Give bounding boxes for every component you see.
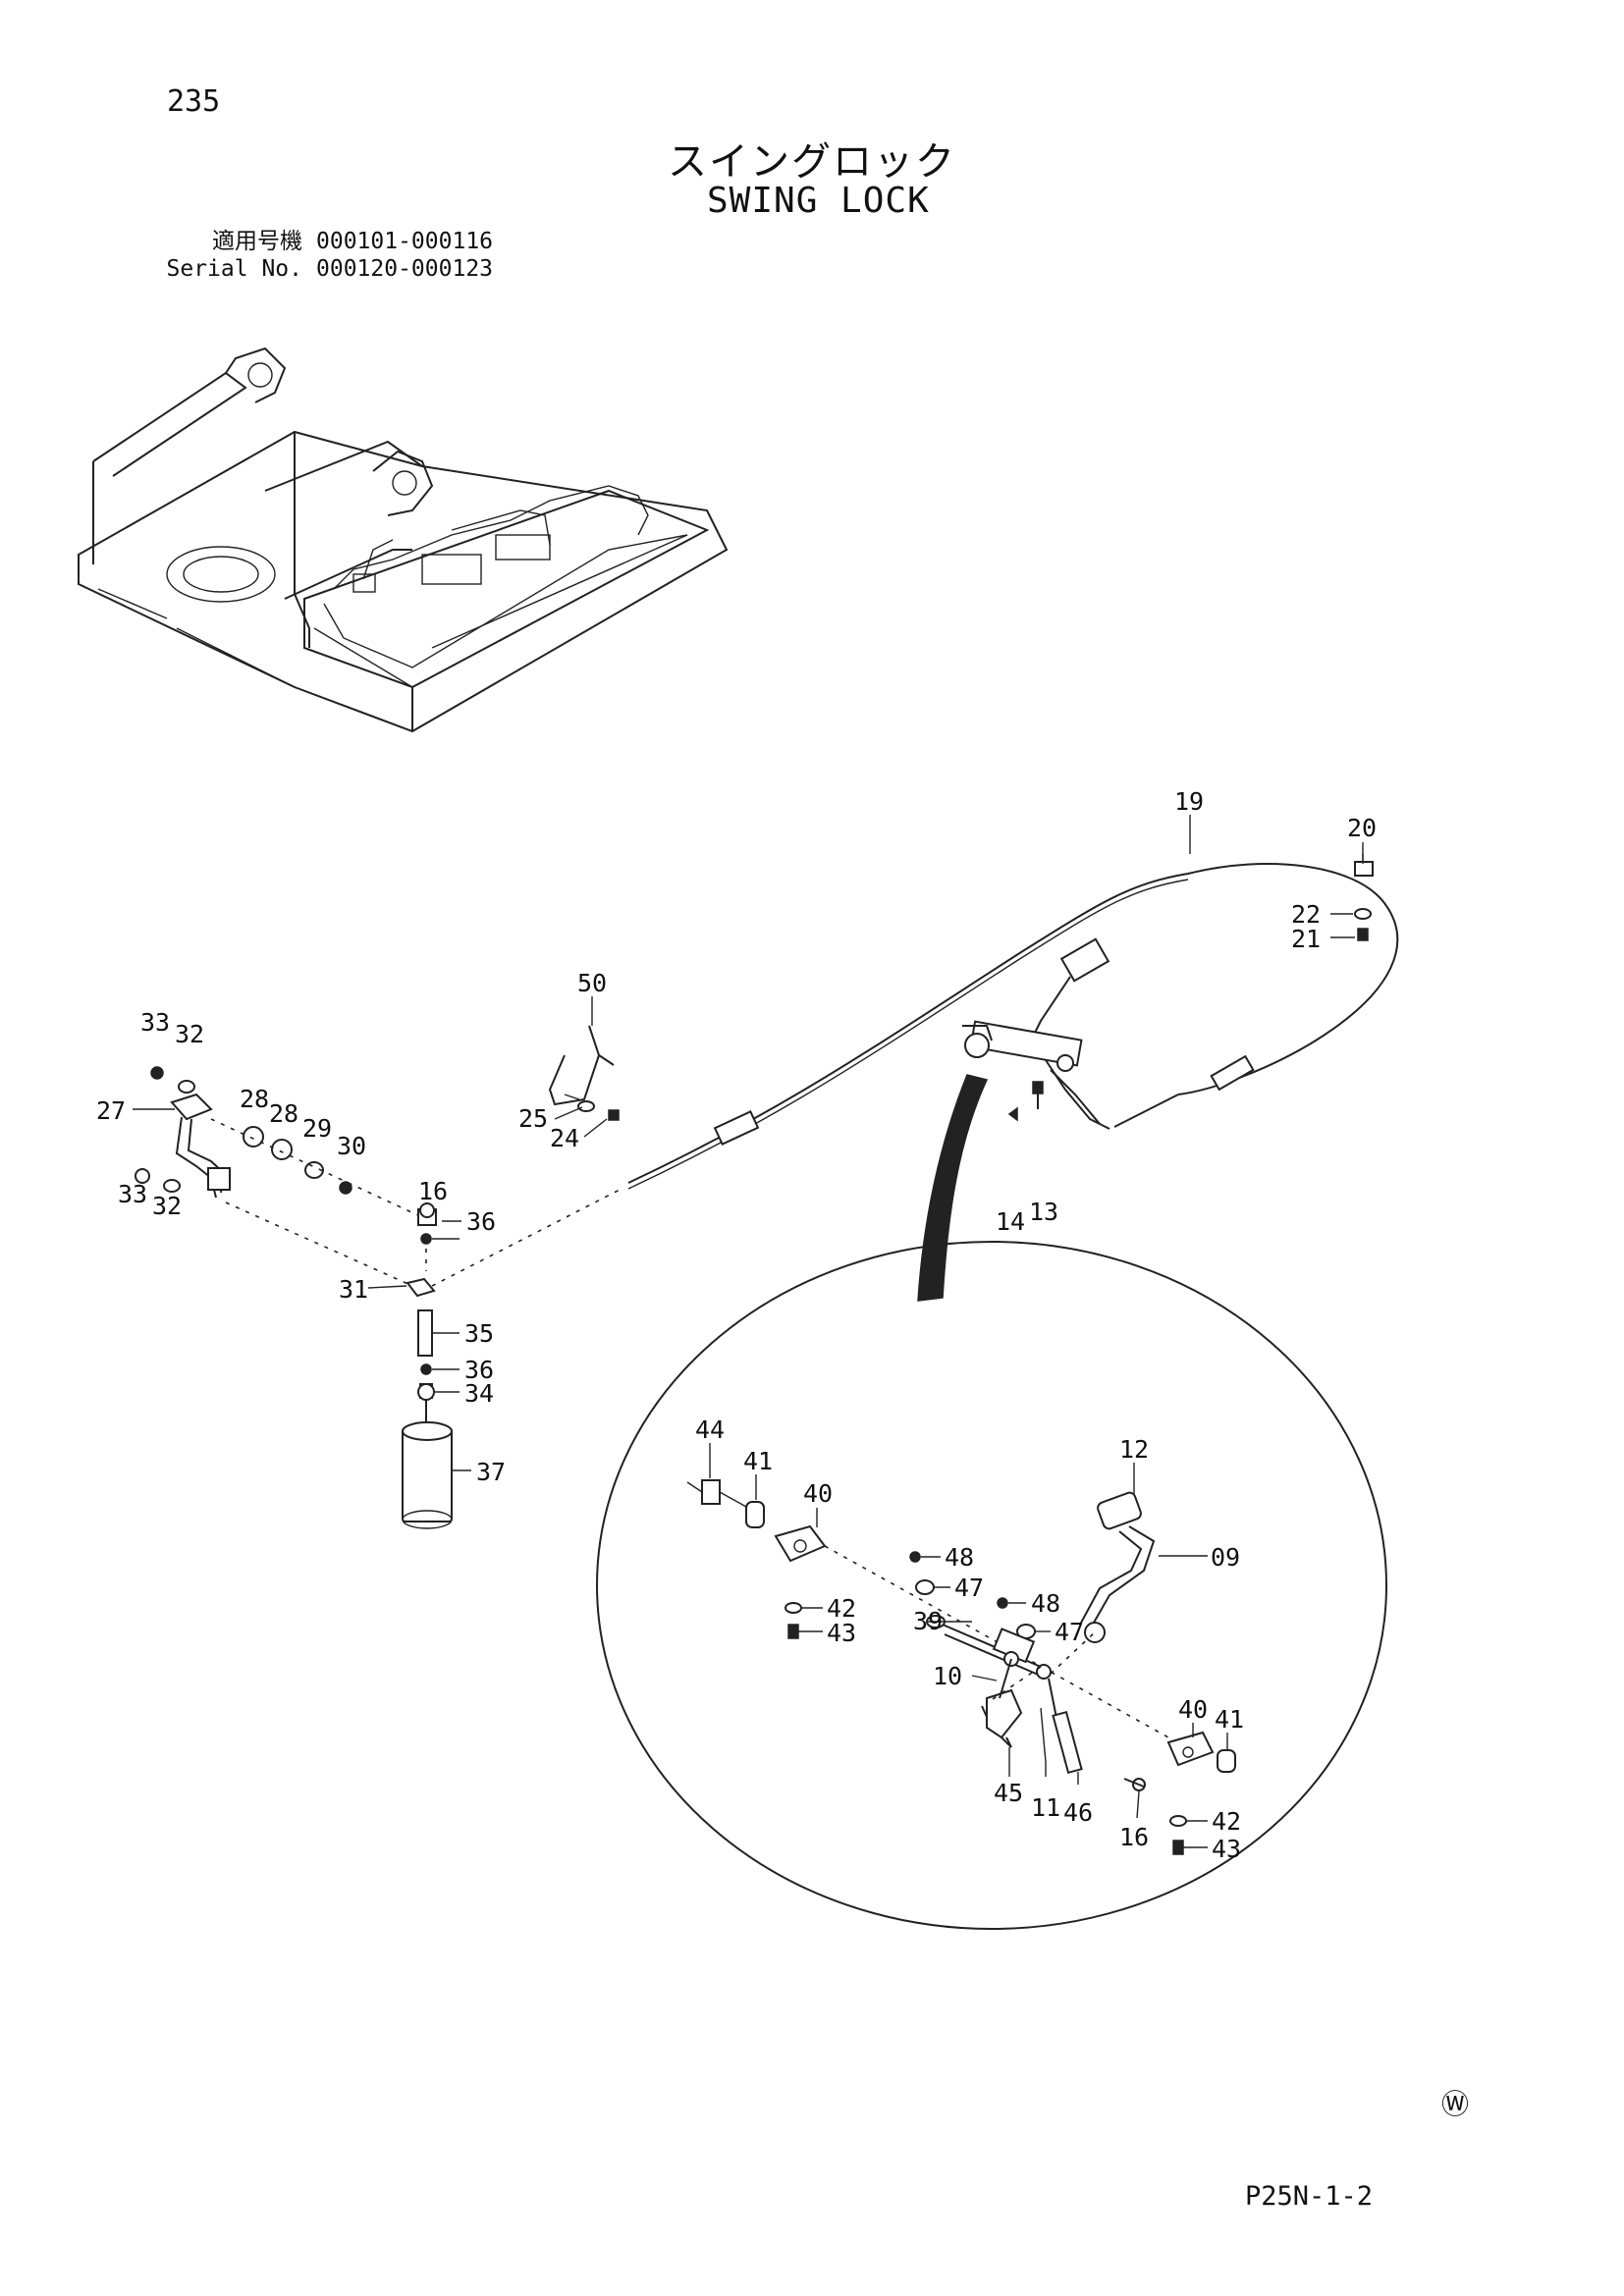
lever-mechanism-left [135,1066,423,1287]
callout-10: 10 [933,1662,962,1690]
callout-20: 20 [1347,814,1377,842]
bracket-50 [548,1025,620,1121]
callout-21: 21 [1291,925,1321,953]
callout-24: 24 [550,1124,579,1152]
serial-row-jp: 適用号機 000101-000116 [155,228,493,255]
detail-view-circle [596,1241,1387,1930]
callout-39: 39 [913,1607,943,1635]
serial-label-jp: 適用号機 [212,229,302,254]
callout-33-upper: 33 [140,1008,170,1037]
callout-numbers: 19 20 22 21 50 25 24 33 32 27 28 28 29 3… [96,787,1377,1863]
callout-48-upper: 48 [945,1543,974,1572]
callout-11: 11 [1031,1793,1060,1822]
clamp-parts-20-21-22 [1354,854,1374,941]
detail-connector-wedge [917,1074,989,1302]
callout-35: 35 [464,1319,494,1348]
page-number: 235 [167,84,221,119]
callout-30: 30 [337,1132,366,1160]
callout-46: 46 [1063,1798,1093,1827]
callout-47-upper: 47 [954,1574,984,1602]
callout-42-right: 42 [1212,1807,1241,1836]
serial-range-jp: 000101-000116 [316,229,494,254]
callout-09: 09 [1211,1543,1240,1572]
callout-12: 12 [1119,1435,1149,1464]
callout-28-b: 28 [269,1099,298,1128]
callout-14: 14 [996,1207,1025,1236]
linkage-rod-and-damper [402,1187,624,1529]
frame-overview-illustration [78,347,729,733]
callout-42-left: 42 [827,1594,856,1623]
callout-32-lower: 32 [152,1192,182,1220]
callout-28-a: 28 [240,1085,269,1113]
callout-27: 27 [96,1096,126,1125]
callout-40-left: 40 [803,1479,833,1508]
callout-47-lower: 47 [1055,1618,1084,1646]
callout-32-upper: 32 [175,1020,204,1048]
callout-37: 37 [476,1458,506,1486]
callout-16-detail: 16 [1119,1823,1149,1851]
callout-45: 45 [994,1779,1023,1807]
callout-41-left: 41 [743,1447,773,1475]
serial-label-en: Serial No. [166,256,302,282]
page-code: P25N-1-2 [1245,2181,1374,2212]
callout-34: 34 [464,1379,494,1408]
title-english: SWING LOCK [707,181,930,221]
callout-43-right: 43 [1212,1835,1241,1863]
swing-lock-cable [627,863,1399,1190]
callout-40-right: 40 [1178,1695,1208,1724]
callout-41-right: 41 [1215,1705,1244,1734]
callout-43-left: 43 [827,1619,856,1647]
callout-31: 31 [339,1275,368,1304]
title-japanese: スイングロック [668,139,956,185]
serial-range-en: 000120-000123 [316,256,494,282]
callout-44: 44 [695,1415,725,1444]
callout-36-lower: 36 [464,1356,494,1384]
bolt-nut-13-14 [1007,1081,1044,1122]
callout-13: 13 [1029,1198,1058,1226]
callout-22: 22 [1291,900,1321,929]
callout-29: 29 [302,1114,332,1143]
callout-19: 19 [1174,787,1204,816]
watermark-symbol: Ⓦ [1441,2088,1470,2120]
pedal-assembly-overview [962,937,1110,1130]
callout-25: 25 [518,1104,548,1133]
leader-lines [133,815,1364,1848]
callout-48-lower: 48 [1031,1589,1060,1618]
callout-33-lower: 33 [118,1180,147,1208]
serial-number-block: 適用号機 000101-000116 Serial No. 000120-00012… [155,228,494,283]
callout-16-main: 16 [418,1177,448,1205]
serial-row-en: Serial No. 000120-000123 [155,255,494,283]
callout-50: 50 [577,969,607,997]
callout-36-upper: 36 [466,1207,496,1236]
